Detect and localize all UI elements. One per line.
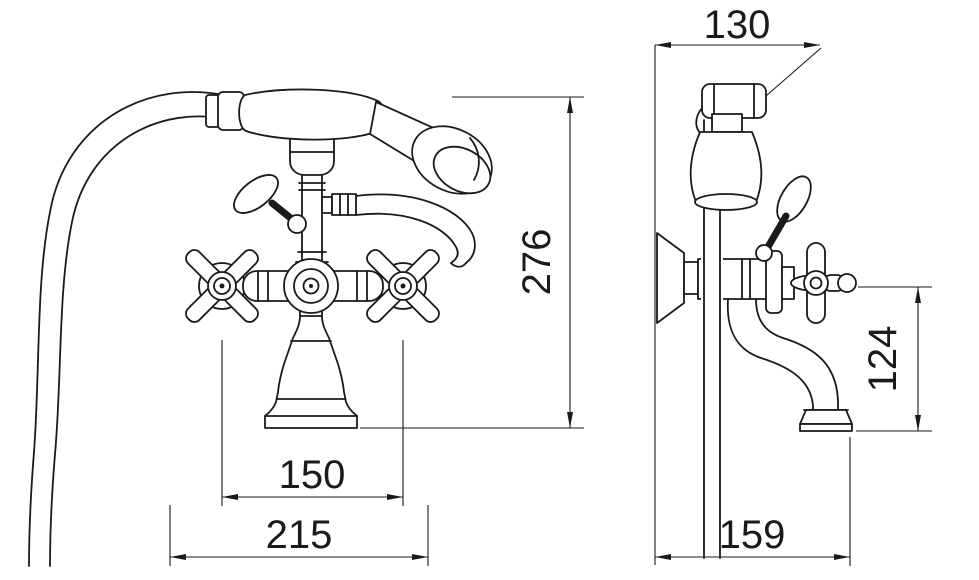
- shower-hose-left: [28, 91, 232, 567]
- dimension-130: 130: [655, 3, 822, 97]
- cross-handle-side: [790, 242, 857, 324]
- spout-side: [726, 298, 853, 432]
- shower-cradle: [289, 138, 335, 176]
- diverter-lever-side: [755, 175, 812, 262]
- dimension-150: 150: [221, 340, 404, 506]
- hand-shower: [205, 88, 493, 195]
- front-view: 276 150 215: [28, 88, 584, 567]
- dim-159-label: 159: [719, 513, 786, 557]
- dim-150-label: 150: [279, 453, 346, 497]
- dim-276-label: 276: [515, 229, 559, 296]
- dimension-276: 276: [360, 96, 584, 429]
- shower-hose-right: [355, 193, 476, 268]
- side-view: 130 124 159: [654, 3, 932, 566]
- dim-124-label: 124: [861, 326, 905, 393]
- diverter-lever: [233, 174, 307, 234]
- dimension-124: 124: [856, 286, 932, 432]
- tub-spout: [264, 299, 358, 429]
- hose-nipple: [321, 193, 357, 216]
- dimension-215: 215: [169, 505, 429, 566]
- wall-flange: [656, 232, 699, 324]
- dimension-159: 159: [655, 437, 851, 566]
- hand-shower-side: [689, 113, 763, 211]
- dim-130-label: 130: [704, 3, 771, 47]
- center-hub: [283, 258, 339, 314]
- dim-215-label: 215: [266, 513, 333, 557]
